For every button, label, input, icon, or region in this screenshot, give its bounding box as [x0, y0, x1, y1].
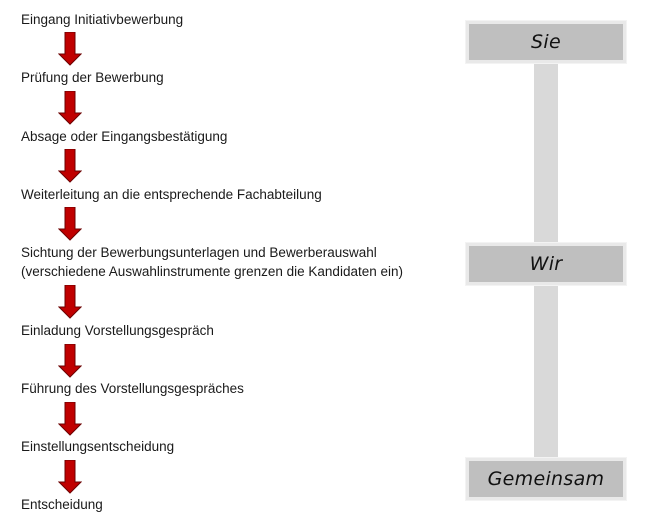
role-label-gemeinsam: Gemeinsam [487, 468, 605, 490]
down-arrow-icon [58, 460, 82, 494]
connector-bar-wir-gemeinsam [534, 285, 558, 458]
step-pruefung-der-bewerbung: Prüfung der Bewerbung [21, 70, 164, 85]
step-einladung-vorstellungsgespraech: Einladung Vorstellungsgespräch [21, 323, 214, 338]
down-arrow-icon [58, 402, 82, 436]
role-label-wir: Wir [529, 253, 563, 275]
down-arrow-icon [58, 149, 82, 183]
step-sichtung-note: (verschiedene Auswahlinstrumente grenzen… [21, 264, 403, 279]
down-arrow-icon [58, 285, 82, 319]
step-eingang-initiativbewerbung: Eingang Initiativbewerbung [21, 12, 184, 27]
down-arrow-icon [58, 207, 82, 241]
step-weiterleitung-fachabteilung: Weiterleitung an die entsprechende Facha… [21, 187, 322, 202]
down-arrow-icon [58, 32, 82, 66]
step-absage-oder-eingangsbestaetigung: Absage oder Eingangsbestätigung [21, 129, 228, 144]
step-fuehrung-vorstellungsgespraech: Führung des Vorstellungsgespräches [21, 381, 244, 396]
role-box-sie: Sie [466, 21, 626, 63]
step-sichtung-bewerbungsunterlagen: Sichtung der Bewerbungsunterlagen und Be… [21, 245, 377, 260]
role-box-gemeinsam: Gemeinsam [466, 458, 626, 500]
down-arrow-icon [58, 91, 82, 125]
connector-bar-sie-wir [534, 62, 558, 242]
role-label-sie: Sie [531, 31, 561, 53]
down-arrow-icon [58, 344, 82, 378]
role-box-wir: Wir [466, 243, 626, 285]
step-einstellungsentscheidung: Einstellungsentscheidung [21, 439, 175, 454]
step-entscheidung: Entscheidung [21, 497, 103, 512]
